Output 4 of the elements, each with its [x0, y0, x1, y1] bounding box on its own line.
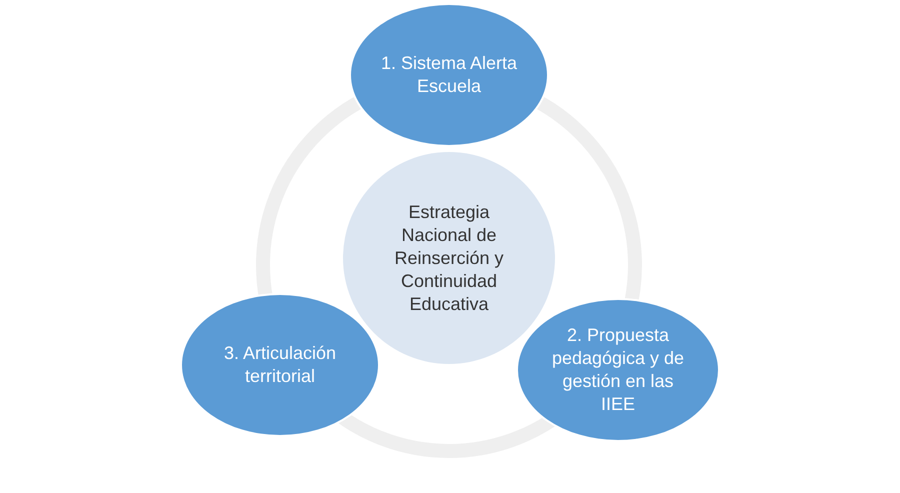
node-label: 3. Articulación territorial: [222, 342, 338, 388]
node-label: 1. Sistema Alerta Escuela: [380, 52, 518, 98]
node-label: Estrategia Nacional de Reinserción y Continuidad Educativa: [393, 200, 505, 316]
node-label: 2. Propuesta pedagógica y de gestión en las IIEE: [550, 324, 686, 416]
